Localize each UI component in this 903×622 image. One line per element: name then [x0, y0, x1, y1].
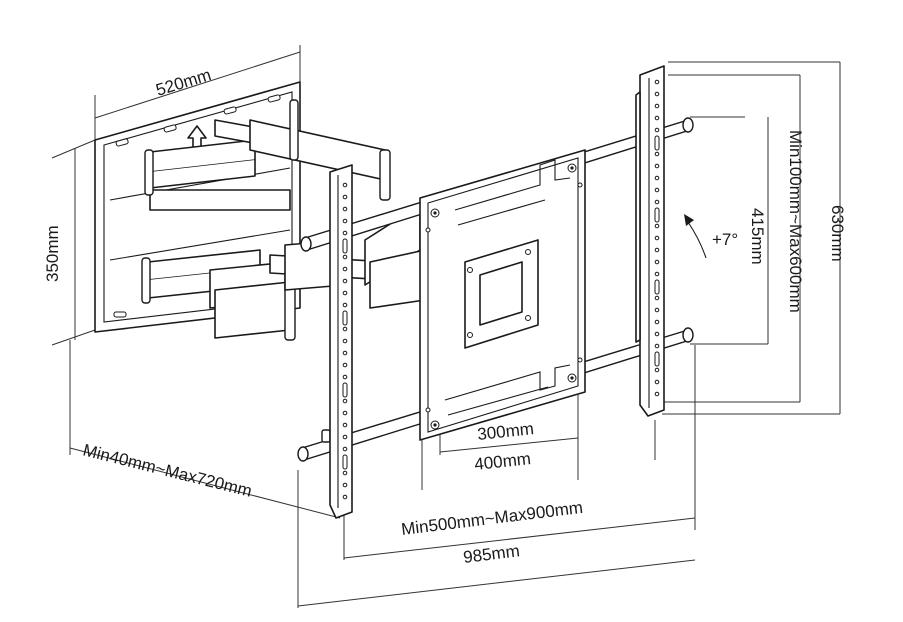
bracket-hole: [654, 79, 660, 85]
bracket-slot: [342, 454, 348, 470]
bracket-hole: [654, 115, 660, 121]
label-total-height: 630mm: [828, 205, 847, 262]
left-vertical-bracket: [329, 164, 353, 519]
bracket-hole: [342, 326, 348, 332]
bracket-hole: [342, 422, 348, 428]
right-bracket-holes: [654, 79, 660, 397]
bracket-hole: [654, 187, 660, 193]
right-vertical-bracket: [635, 65, 665, 417]
label-tilt: +7°: [712, 230, 738, 249]
bracket-hole: [342, 374, 348, 380]
bracket-hole: [342, 278, 348, 284]
bracket-hole: [342, 230, 348, 236]
bracket-slot: [342, 310, 348, 326]
bracket-hole: [342, 206, 348, 212]
bracket-hole: [654, 91, 660, 97]
label-vesa-outer: 400mm: [473, 449, 531, 474]
bracket-hole: [342, 470, 348, 476]
bracket-slot: [342, 382, 348, 398]
bracket-hole: [654, 331, 660, 337]
bracket-hole: [342, 218, 348, 224]
bracket-hole: [342, 290, 348, 296]
bracket-hole: [654, 199, 660, 205]
bracket-hole: [654, 295, 660, 301]
bracket-hole: [342, 494, 348, 500]
label-vesa-inner: 300mm: [476, 419, 534, 444]
bracket-hole: [342, 398, 348, 404]
bracket-slot: [654, 351, 660, 367]
bracket-hole: [342, 302, 348, 308]
bracket-hole: [654, 319, 660, 325]
bracket-hole: [654, 103, 660, 109]
label-total-width: 985mm: [462, 541, 521, 567]
label-wall-plate-height: 350mm: [43, 225, 62, 282]
bracket-slot: [654, 207, 660, 223]
label-wall-plate-width: 520mm: [154, 65, 214, 100]
bracket-hole: [342, 446, 348, 452]
bracket-slot: [654, 279, 660, 295]
bracket-hole: [654, 247, 660, 253]
articulating-arms: [141, 99, 426, 341]
bracket-hole: [342, 182, 348, 188]
vesa-center-plate: [419, 149, 586, 441]
bracket-hole: [342, 410, 348, 416]
bracket-hole: [342, 194, 348, 200]
bracket-slot: [342, 238, 348, 254]
label-extension: Min40mm~Max720mm: [81, 440, 254, 500]
bracket-hole: [654, 259, 660, 265]
bracket-hole: [654, 175, 660, 181]
bracket-hole: [654, 391, 660, 397]
bracket-hole: [654, 343, 660, 349]
bracket-hole: [342, 254, 348, 260]
bracket-hole: [654, 151, 660, 157]
bracket-hole: [654, 223, 660, 229]
bracket-hole: [342, 482, 348, 488]
label-vertical-range: Min100mm~Max600mm: [786, 130, 805, 313]
tilt-arrow-icon: [684, 214, 707, 259]
left-bracket-holes: [342, 182, 348, 500]
bracket-hole: [342, 350, 348, 356]
bracket-hole: [654, 127, 660, 133]
bracket-hole: [342, 434, 348, 440]
bracket-hole: [342, 362, 348, 368]
bracket-hole: [654, 163, 660, 169]
label-vertical-inner: 415mm: [748, 208, 767, 265]
label-arm-span: Min500mm~Max900mm: [400, 498, 584, 539]
bracket-hole: [654, 307, 660, 313]
bracket-hole: [342, 266, 348, 272]
bracket-hole: [654, 235, 660, 241]
bracket-hole: [654, 367, 660, 373]
bracket-hole: [654, 271, 660, 277]
bracket-slot: [654, 135, 660, 151]
bracket-hole: [654, 379, 660, 385]
bracket-hole: [342, 338, 348, 344]
